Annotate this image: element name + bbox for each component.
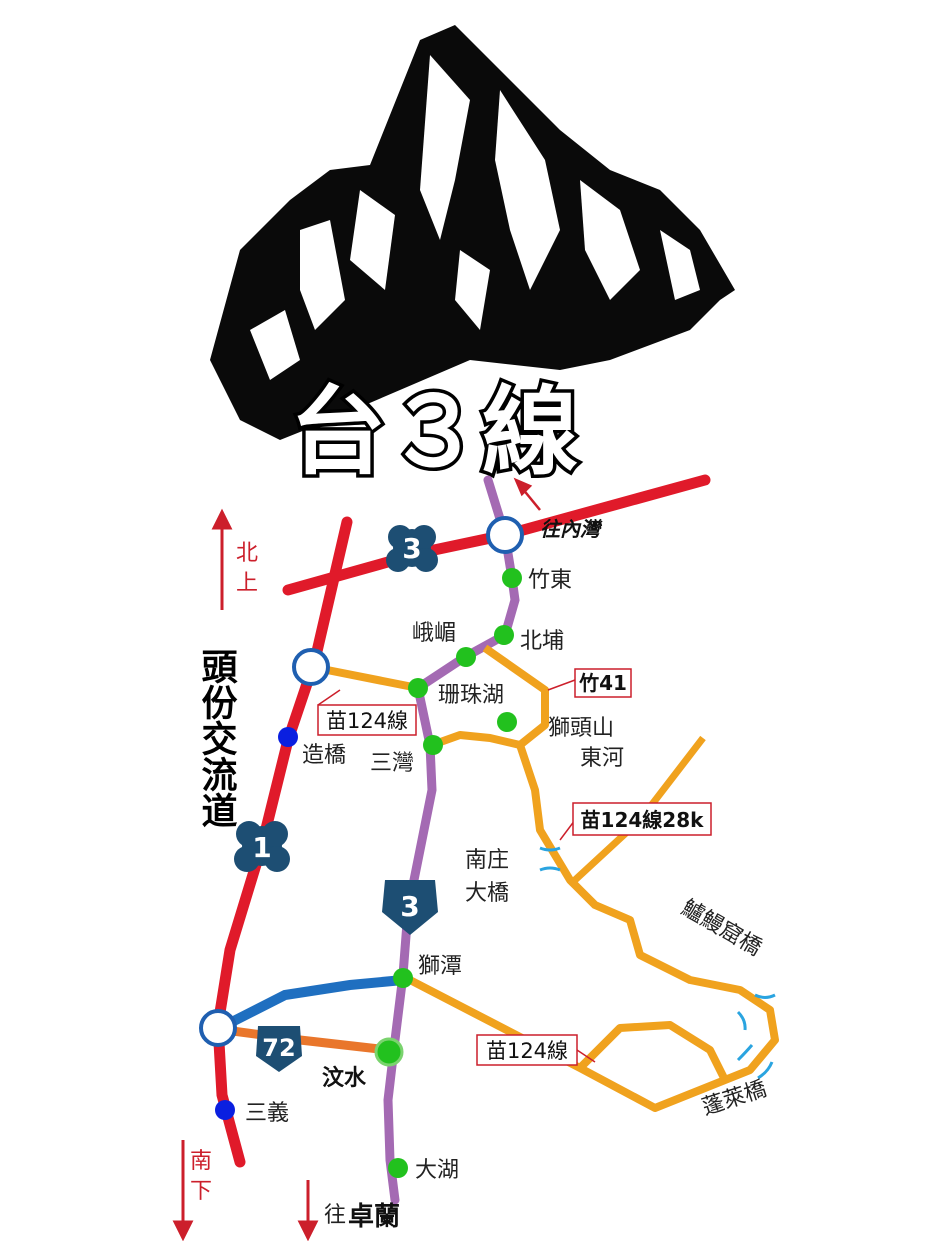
hw72-road [224, 1025, 389, 1055]
label-zhudong: 竹東 [528, 568, 572, 593]
svg-text:3: 3 [400, 890, 419, 923]
svg-text:3: 3 [402, 532, 421, 565]
interchange-sanyi [199, 1009, 237, 1047]
stop-zaoqiao [278, 727, 298, 747]
neiwan-arrow-icon [513, 477, 541, 511]
mountain-logo [210, 25, 735, 440]
freeway-3-road [282, 474, 711, 596]
interchange-toufen [292, 648, 330, 686]
label-zaoqiao: 造橋 [302, 743, 346, 768]
callout-zhu41: 竹41 [547, 668, 632, 698]
blue-connector-road [215, 975, 408, 1033]
svg-text:竹41: 竹41 [578, 671, 627, 695]
title-text: 台３線 [290, 376, 578, 488]
label-lumanku-bridge: 鱸鰻窟橋 [677, 896, 766, 962]
stop-zhudong [502, 568, 522, 588]
hw3-route-shield: 3 [382, 880, 438, 935]
south-label-2: 下 [190, 1179, 212, 1204]
stop-wenshui [374, 1037, 404, 1067]
label-to-neiwan: 往內灣 [540, 517, 603, 541]
svg-text:苗124線28k: 苗124線28k [581, 808, 705, 832]
svg-text:苗124線: 苗124線 [486, 1039, 568, 1063]
label-nanzhuang-2: 大橋 [465, 881, 509, 906]
label-emei: 峨嵋 [412, 621, 456, 646]
label-shitan: 獅潭 [418, 954, 462, 979]
svg-text:72: 72 [262, 1034, 295, 1062]
label-to-prefix: 往 [324, 1203, 346, 1228]
hw1-flower-shield: 1 [234, 821, 290, 872]
south-label-1: 南 [190, 1149, 212, 1174]
label-donghe: 東河 [580, 746, 624, 771]
label-sanyi: 三義 [245, 1101, 289, 1126]
callout-miao124-28k: 苗124線28k [559, 802, 712, 841]
hw72-route-shield: 72 [256, 1026, 302, 1072]
miao124-road-east [408, 743, 779, 1112]
north-label-1: 北 [236, 541, 258, 566]
stop-shanzhuhu [497, 712, 517, 732]
interchange-neiwan [486, 516, 524, 554]
label-dahu: 大湖 [415, 1158, 459, 1183]
hw3-flower-shield: 3 [386, 525, 438, 572]
stop-junction-124 [408, 678, 428, 698]
label-shanzhuhu: 珊珠湖 [438, 683, 504, 708]
label-nanzhuang-1: 南庄 [465, 848, 509, 873]
stop-sanwan [423, 735, 443, 755]
label-wenshui: 汶水 [322, 1065, 367, 1091]
stop-dahu [388, 1158, 408, 1178]
callout-miao124-a: 苗124線 [317, 689, 417, 736]
miao124-loop [577, 1021, 729, 1082]
label-zhuolan: 卓蘭 [348, 1202, 400, 1232]
svg-text:1: 1 [252, 831, 271, 864]
stop-sanyi [215, 1100, 235, 1120]
bridge-marks [539, 846, 776, 1080]
route-3-road [383, 475, 520, 1205]
svg-text:苗124線: 苗124線 [326, 709, 408, 733]
zhuolan-arrow-icon [297, 1180, 319, 1241]
stop-emei [456, 647, 476, 667]
stop-shitan [393, 968, 413, 988]
north-arrow-icon [211, 508, 233, 610]
label-toufen-interchange: 頭份交流道 [196, 648, 238, 828]
callout-miao124-b: 苗124線 [476, 1034, 596, 1066]
label-beipu: 北埔 [520, 629, 564, 654]
south-arrow-icon [172, 1140, 194, 1241]
stop-beipu [494, 625, 514, 645]
north-label-2: 上 [236, 571, 258, 596]
label-sanwan: 三灣 [370, 751, 414, 776]
label-shitoushan: 獅頭山 [548, 716, 614, 741]
